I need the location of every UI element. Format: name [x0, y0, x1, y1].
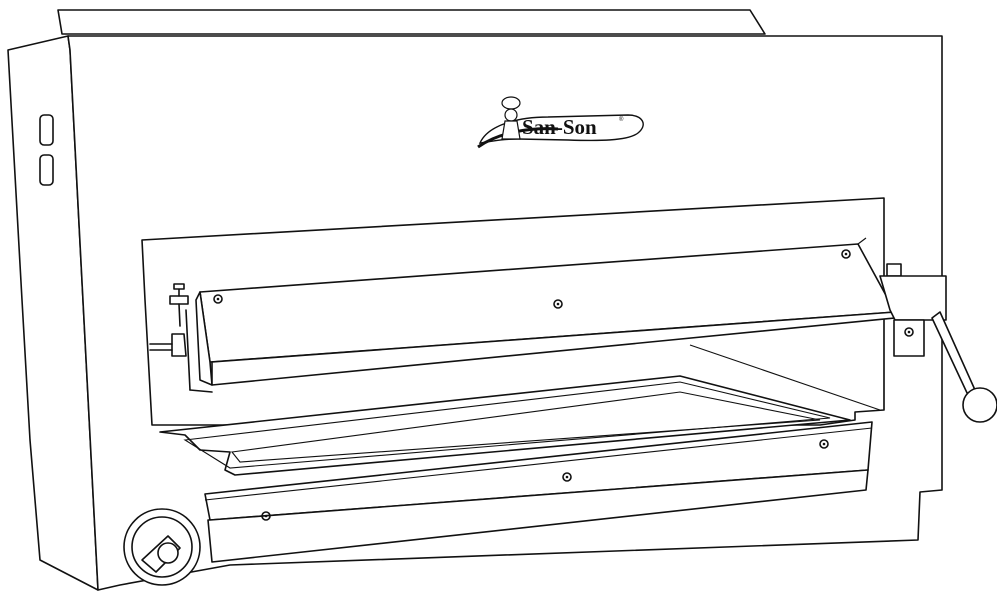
screw-icon: [904, 327, 914, 337]
drip-tray: [159, 375, 851, 476]
screw-icon: [841, 249, 851, 259]
upper-deflector: [195, 237, 896, 386]
cavity-opening: [141, 197, 885, 426]
deflector-left-end: [195, 291, 213, 386]
screw-icon: [819, 439, 829, 449]
screw-icon: [213, 294, 223, 304]
tray-floor: [230, 391, 821, 463]
screw-icon: [261, 511, 271, 521]
left-adjustment-bracket: [149, 283, 213, 393]
tray-rim: [159, 375, 851, 476]
deflector-tab: [857, 237, 867, 245]
screw-icon: [562, 472, 572, 482]
screw-icon: [553, 299, 563, 309]
interior-floor-edge: [689, 344, 881, 411]
top-back-panel: [57, 9, 766, 35]
brand-logo: San-Son ®: [477, 96, 644, 149]
brand-name: San-Son: [522, 115, 597, 139]
trough-lip: [204, 427, 873, 501]
chef-mascot-icon: [501, 96, 521, 140]
side-slot-lower: [39, 154, 54, 186]
registered-mark: ®: [619, 116, 624, 123]
lever-handle-icon[interactable]: [931, 311, 997, 423]
front-trough[interactable]: [204, 421, 873, 563]
right-lever-assembly: [879, 263, 997, 423]
tray-inner-edge: [183, 381, 831, 469]
rotary-knob-icon[interactable]: [123, 508, 201, 586]
side-slot-upper: [39, 114, 54, 146]
trough-front-face: [207, 469, 869, 563]
